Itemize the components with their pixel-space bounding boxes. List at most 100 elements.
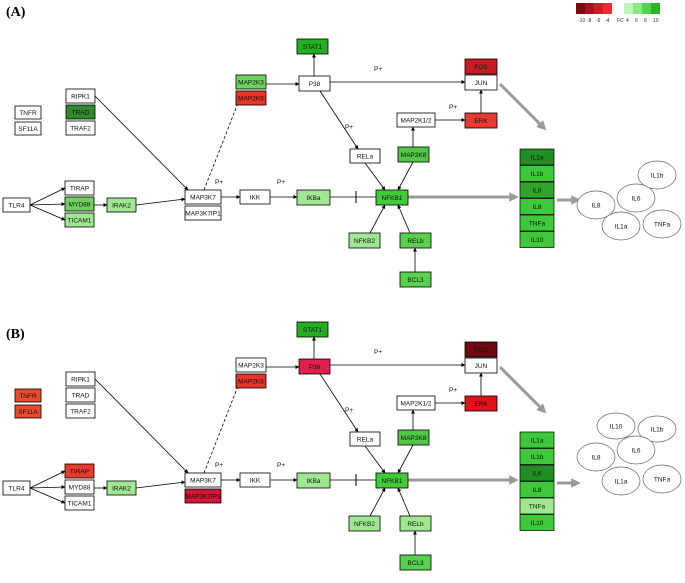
gene-node-tlr4: TLR4 (2, 197, 31, 213)
phosphorylation-label: P+ (345, 407, 353, 414)
legend-tick-label: -8 (587, 18, 592, 24)
gene-node-traf2: TRAF2 (65, 403, 96, 419)
gene-box (235, 90, 267, 106)
cytokine-ellipse (576, 442, 616, 472)
gene-box (65, 88, 96, 104)
gene-label: MAP2K1/2 (400, 400, 431, 407)
gene-node-fos: FOS (464, 341, 498, 358)
gene-label: MAP3K8 (401, 435, 427, 442)
gene-node-ripk1: RIPK1 (65, 88, 96, 104)
gene-box (65, 403, 96, 419)
output-gene-il8: IL8 (519, 198, 555, 215)
cytokine-label: IL10 (610, 423, 623, 430)
gene-box (464, 341, 498, 358)
gene-node-map2k6: MAP2K6 (235, 373, 267, 389)
gene-box (64, 495, 95, 511)
gene-box (64, 463, 95, 479)
gene-label: SF11A (18, 126, 38, 133)
gene-box (519, 497, 555, 515)
gene-box (64, 196, 95, 212)
cytokine-label: IL1a (615, 223, 628, 230)
edge-relb-to-nfkb1 (397, 204, 411, 234)
gene-node-ikba: IKBa (296, 189, 331, 206)
legend-swatch (633, 3, 642, 14)
gene-box (106, 197, 137, 213)
gene-label: BCL3 (407, 277, 424, 284)
edge-relb-to-nfkb1 (397, 487, 411, 517)
cytokine-tnfa: TNFa (642, 209, 682, 239)
gene-node-relb: RELb (399, 515, 432, 532)
gene-node-ripk1: RIPK1 (65, 371, 96, 387)
gene-label: TICAM1 (68, 217, 92, 224)
gene-label: IRAK2 (112, 202, 131, 209)
gene-label: JUN (475, 363, 488, 370)
gene-box (184, 472, 222, 488)
gene-label: IL10 (531, 237, 544, 244)
gene-label: MAP2K3 (238, 79, 264, 86)
gene-node-bcl3: BCL3 (399, 554, 432, 571)
gene-label: IKBa (306, 478, 320, 485)
gene-label: MAP3K7IP1 (185, 210, 221, 217)
gene-box (519, 464, 555, 482)
gene-label: MAP2K1/2 (400, 117, 431, 124)
gene-node-nfkb2: NFKB2 (348, 515, 381, 532)
gene-label: FOS (474, 64, 488, 71)
output-gene-il8: IL8 (519, 481, 555, 498)
gene-node-fos: FOS (464, 58, 498, 75)
gene-node-tnfr: TNFR (14, 105, 42, 120)
gene-label: FOS (474, 347, 488, 354)
gene-label: TNFa (529, 503, 546, 510)
gene-box (106, 480, 137, 496)
gene-box (296, 472, 331, 489)
legend-swatch (642, 3, 651, 14)
phosphorylation-label: P+ (277, 179, 285, 186)
cytokine-il8: IL8 (576, 190, 616, 220)
cytokine-ellipse (637, 415, 677, 443)
gene-node-traf2: TRAF2 (65, 120, 96, 136)
gene-box (399, 554, 432, 571)
gene-node-rela: RELa (349, 148, 381, 164)
gene-label: MAP3K8 (401, 152, 427, 159)
legend-swatch (585, 3, 594, 14)
gene-node-sf11a: SF11A (14, 121, 42, 136)
gene-node-myd88: MYD88 (64, 479, 95, 495)
gene-node-bcl3: BCL3 (399, 271, 432, 288)
gene-node-map3k7: MAP3K7 (184, 189, 222, 205)
gene-box (296, 38, 329, 55)
gene-node-nfkb2: NFKB2 (348, 232, 381, 249)
cytokine-label: IL1a (615, 478, 628, 485)
gene-box (239, 472, 271, 488)
gene-label: JUN (475, 80, 488, 87)
panel-b: (B) P+P+P+P+P+ TNFRSF11ARIPK1TRADTRAF2TL… (2, 321, 682, 571)
gene-box (464, 74, 498, 91)
gene-node-map2k3: MAP2K3 (235, 357, 267, 373)
phosphorylation-label: P+ (449, 387, 457, 394)
gene-label: TNFa (529, 220, 546, 227)
gene-box (65, 387, 96, 403)
gene-label: TRAF2 (70, 125, 91, 132)
gene-node-map2k3: MAP2K3 (235, 74, 267, 90)
cytokine-ellipse (596, 412, 636, 440)
edge-tlr4-to-myd88 (29, 485, 66, 490)
legend-tick-label: 10 (653, 18, 659, 24)
gene-box (2, 480, 31, 496)
legend-tick-label: -4 (605, 18, 610, 24)
gene-node-ikba: IKBa (296, 472, 331, 489)
gene-node-map2k1-2: MAP2K1/2 (396, 112, 436, 128)
cytokine-il1a: IL1a (601, 211, 641, 241)
gene-box (64, 180, 95, 196)
legend-tick-label: 4 (626, 18, 629, 24)
legend-swatch (651, 3, 660, 14)
gene-node-sf11a: SF11A (14, 404, 42, 419)
edge-nfkb2-to-nfkb1 (369, 204, 386, 234)
gene-box (184, 205, 222, 221)
gene-box (235, 373, 267, 389)
gene-node-nfkb1: NFKB1 (375, 472, 409, 489)
gene-node-ticam1: TICAM1 (64, 212, 95, 228)
output-gene-tnfa: TNFa (519, 497, 555, 515)
gene-node-map3k8: MAP3K8 (397, 146, 430, 163)
